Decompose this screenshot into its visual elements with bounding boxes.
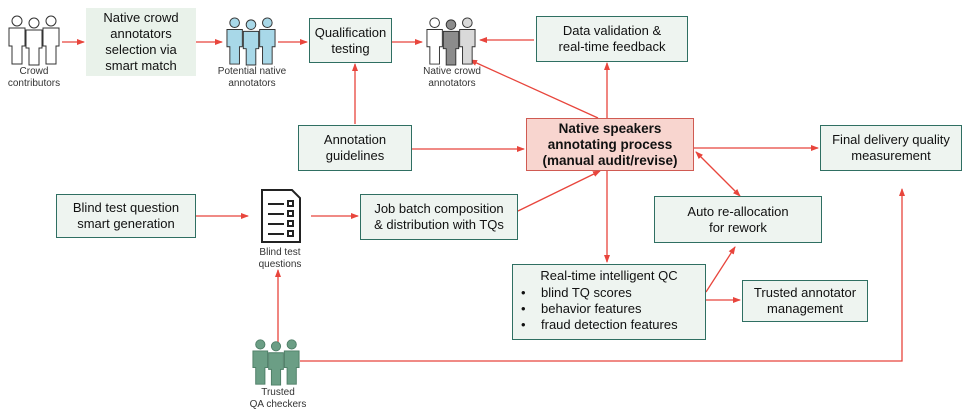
arrow-trustedqa-to-final: [300, 188, 905, 362]
realtime-qc-box: Real-time intelligent QC blind TQ scores…: [512, 264, 706, 340]
trusted-annotator-management-box: Trusted annotator management: [742, 280, 868, 322]
potential-annotators-label: Potential native annotators: [217, 66, 287, 89]
qc-feature-item: fraud detection features: [519, 317, 699, 333]
native-crowd-selection-box: Native crowd annotators selection via sm…: [86, 8, 196, 76]
checklist-icon: [261, 189, 301, 243]
arrow-process-realloc: [695, 151, 741, 197]
crowd-contributors-icon: [8, 15, 60, 66]
crowd-contributors-label: Crowd contributors: [7, 66, 61, 89]
blind-test-questions-label: Blind test questions: [258, 247, 302, 270]
trusted-qa-checkers-label: Trusted QA checkers: [249, 387, 307, 410]
annotating-process-box: Native speakers annotating process (manu…: [526, 118, 694, 171]
native-crowd-annotators-label: Native crowd annotators: [423, 66, 481, 89]
qc-feature-item: blind TQ scores: [519, 285, 699, 301]
job-batch-box: Job batch composition & distribution wit…: [360, 194, 518, 240]
auto-reallocation-box: Auto re-allocation for rework: [654, 196, 822, 243]
arrow-process-to-native: [469, 59, 599, 119]
final-delivery-box: Final delivery quality measurement: [820, 125, 962, 171]
blind-test-generation-box: Blind test question smart generation: [56, 194, 196, 238]
qualification-testing-box: Qualification testing: [309, 18, 392, 63]
trusted-qa-checkers-icon: [252, 339, 300, 386]
native-crowd-annotators-icon: [426, 17, 476, 66]
arrow-jobbatch-to-process: [517, 170, 601, 212]
potential-annotators-icon: [226, 17, 276, 66]
qc-feature-item: behavior features: [519, 301, 699, 317]
qc-feature-list: blind TQ scores behavior features fraud …: [519, 285, 699, 333]
annotation-guidelines-box: Annotation guidelines: [298, 125, 412, 171]
data-validation-box: Data validation & real-time feedback: [536, 16, 688, 62]
arrow-qc-to-realloc: [705, 246, 736, 293]
realtime-qc-title: Real-time intelligent QC: [540, 268, 678, 283]
